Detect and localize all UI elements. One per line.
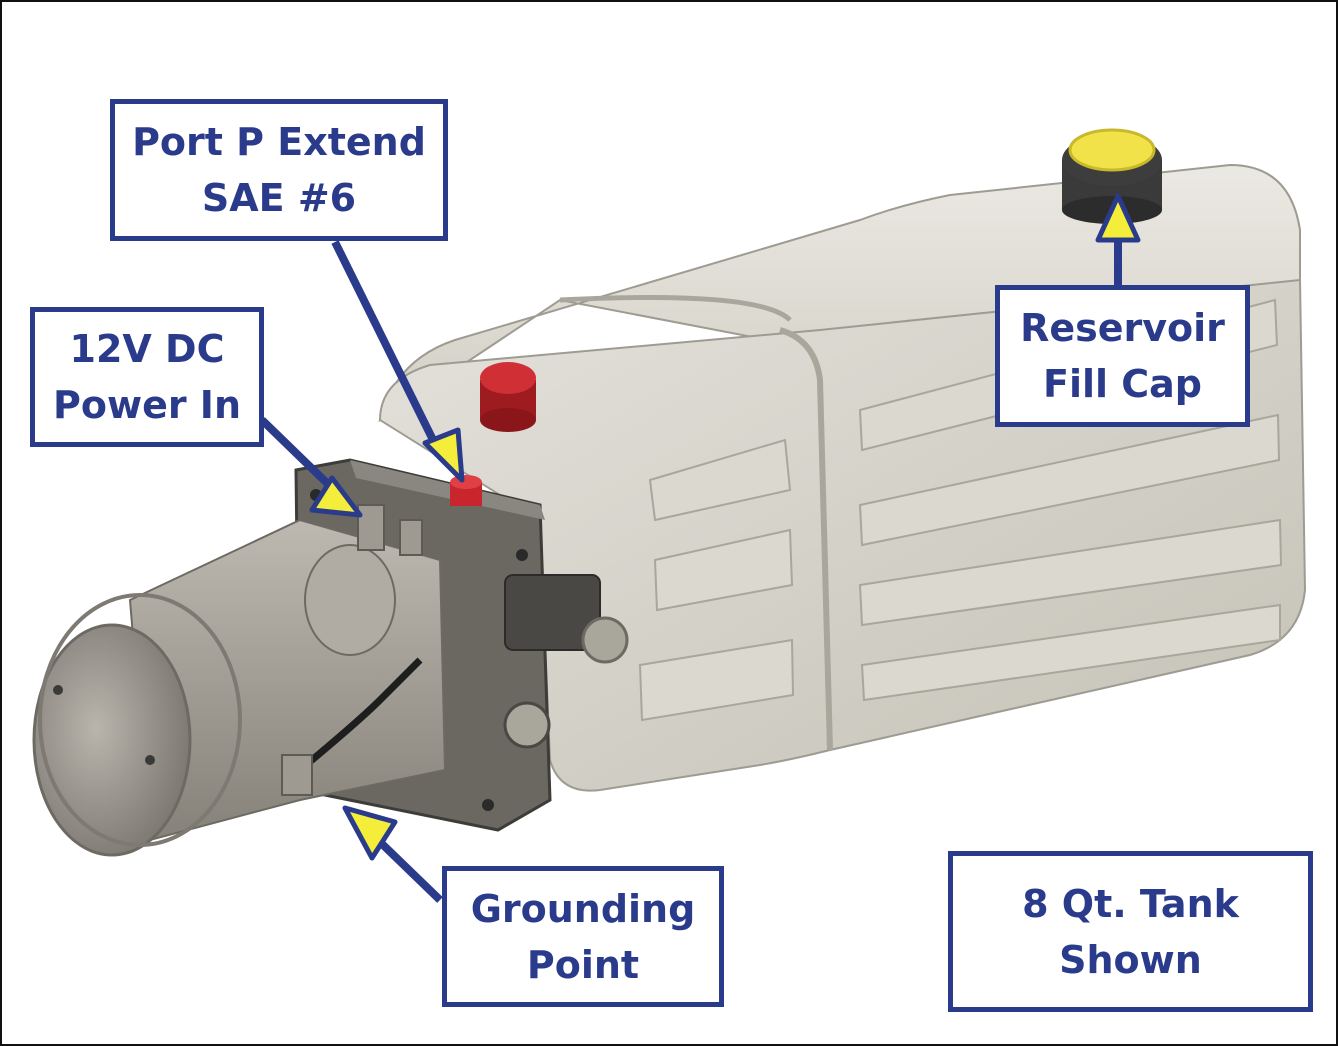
callout-power-in: 12V DC Power In [30,307,264,447]
callout-tank-note-text: 8 Qt. Tank Shown [1022,881,1239,982]
callout-fill-cap: Reservoir Fill Cap [995,285,1250,427]
callout-grounding-point-text: Grounding Point [470,886,696,987]
leader-power-in [259,417,363,518]
callout-grounding-point: Grounding Point [442,866,724,1007]
callout-fill-cap-text: Reservoir Fill Cap [1020,306,1225,406]
callout-port-p-text: Port P Extend SAE #6 [132,120,426,220]
callout-power-in-text: 12V DC Power In [53,327,241,427]
fill-cap-icon [1062,128,1162,224]
callout-tank-note: 8 Qt. Tank Shown [948,851,1313,1012]
leader-port-p [331,240,465,483]
relief-valve-cap-icon [480,362,536,432]
electric-motor-icon [32,504,447,857]
callout-port-p: Port P Extend SAE #6 [110,99,448,241]
leader-fill-cap [1095,193,1141,286]
leader-ground [342,805,443,903]
